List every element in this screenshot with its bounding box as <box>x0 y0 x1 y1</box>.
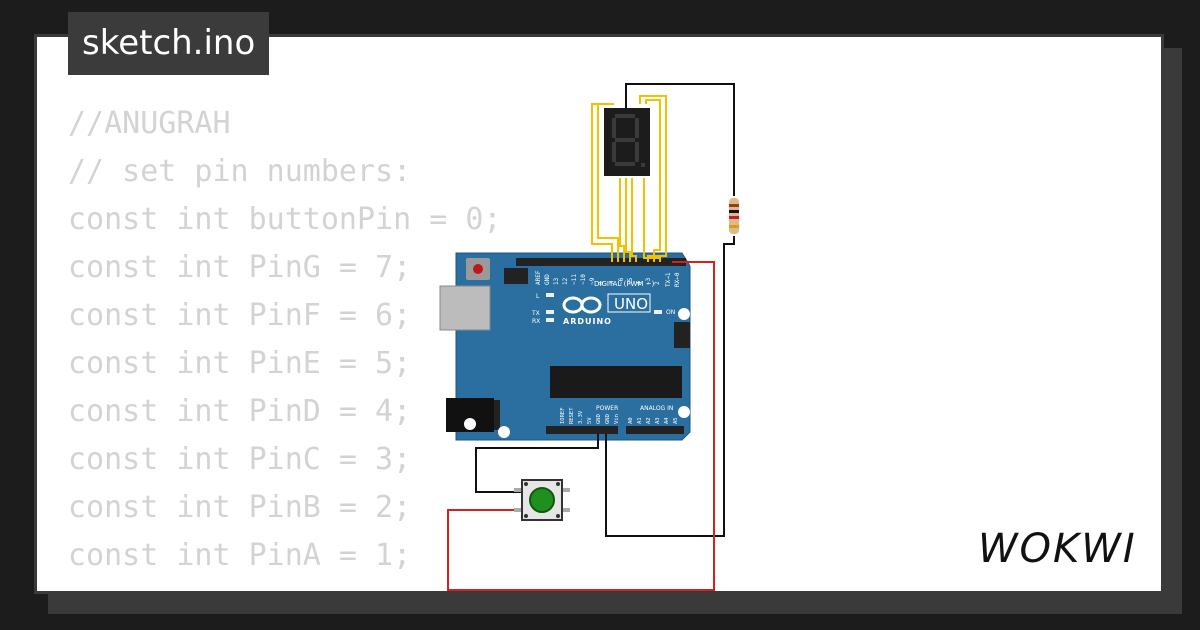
top-pin-label: 2 <box>654 281 661 285</box>
push-button-icon[interactable] <box>514 479 570 521</box>
wokwi-logo: WOKWI <box>978 526 1137 572</box>
usb-port <box>439 285 491 331</box>
power-pin-label: Vin <box>614 414 620 424</box>
top-pin-label: 7 <box>609 281 616 285</box>
analog-pin-label: A2 <box>646 417 652 424</box>
arduino-logo-text: ARDUINO <box>563 317 612 326</box>
analog-pin-label: A4 <box>664 417 670 424</box>
led-label-rx: RX <box>532 318 540 325</box>
segment-wires <box>591 95 667 262</box>
top-pin-label: GND <box>544 274 551 285</box>
power-pin-label: IOREF <box>560 407 566 424</box>
code-line: const int PinD = 4; <box>68 394 412 429</box>
digital-label: DIGITAL (PWM ~) <box>594 280 655 288</box>
analog-pin-label: A5 <box>673 417 679 424</box>
power-header <box>546 426 618 434</box>
code-line: //ANUGRAH <box>68 106 231 141</box>
atmega-chip <box>550 366 682 398</box>
top-pin-label: RX←0 <box>674 272 681 287</box>
ground-wires <box>475 83 735 537</box>
power-label: POWER <box>596 405 618 412</box>
power-pin-label: GND <box>596 414 602 424</box>
top-pin-label: 4 <box>636 281 643 285</box>
file-name-tab[interactable]: sketch.ino <box>68 12 270 75</box>
top-pin-label: TX→1 <box>665 272 672 287</box>
icsp2-header <box>674 322 690 348</box>
digital-header <box>516 258 686 266</box>
top-pin-label: ~10 <box>580 274 587 285</box>
code-line: const int buttonPin = 0; <box>68 202 502 237</box>
top-pin-label: ~5 <box>627 277 634 285</box>
code-line: const int PinE = 5; <box>68 346 412 381</box>
on-label: ON <box>666 309 675 316</box>
power-pin-label: 3.3V <box>578 410 584 424</box>
analog-label: ANALOG IN <box>640 405 673 412</box>
code-line: const int PinF = 6; <box>68 298 412 333</box>
analog-pin-label: A1 <box>637 417 643 424</box>
board-model: UNO <box>614 295 648 313</box>
top-pin-label: ~9 <box>589 277 596 285</box>
top-pin-label: 13 <box>553 277 560 285</box>
power-pin-label: GND <box>605 414 611 424</box>
top-pin-label: ~3 <box>645 277 652 285</box>
top-pin-label: ~11 <box>571 274 578 285</box>
top-pin-label: 8 <box>598 281 605 285</box>
led-label-tx: TX <box>531 310 540 317</box>
analog-pin-label: A3 <box>655 417 661 424</box>
power-wire <box>447 261 715 591</box>
analog-pin-label: A0 <box>628 417 634 424</box>
code-line: const int PinG = 7; <box>68 250 412 285</box>
arduino-uno-board[interactable]: AREF GND 13 12 ~11 ~10 ~9 8 7 ~6 ~5 4 ~3… <box>439 252 691 441</box>
icsp-header <box>504 268 528 284</box>
top-pin-label: ~6 <box>618 277 625 285</box>
top-pin-label: AREF <box>535 270 542 285</box>
power-pin-label: RESET <box>569 407 575 424</box>
seven-segment-display-icon[interactable] <box>604 108 650 176</box>
power-pin-label: 5V <box>587 417 593 424</box>
top-pin-label: 12 <box>562 277 569 285</box>
code-line: const int PinB = 2; <box>68 490 412 525</box>
code-line: const int PinC = 3; <box>68 442 412 477</box>
led-label-l: L <box>536 293 540 300</box>
code-line: // set pin numbers: <box>68 154 412 189</box>
code-preview: //ANUGRAH // set pin numbers: const int bu… <box>68 100 501 580</box>
code-line: const int PinA = 1; <box>68 538 412 573</box>
infinity-icon <box>562 296 602 314</box>
resistor-icon[interactable] <box>729 198 739 234</box>
analog-header <box>626 426 684 434</box>
